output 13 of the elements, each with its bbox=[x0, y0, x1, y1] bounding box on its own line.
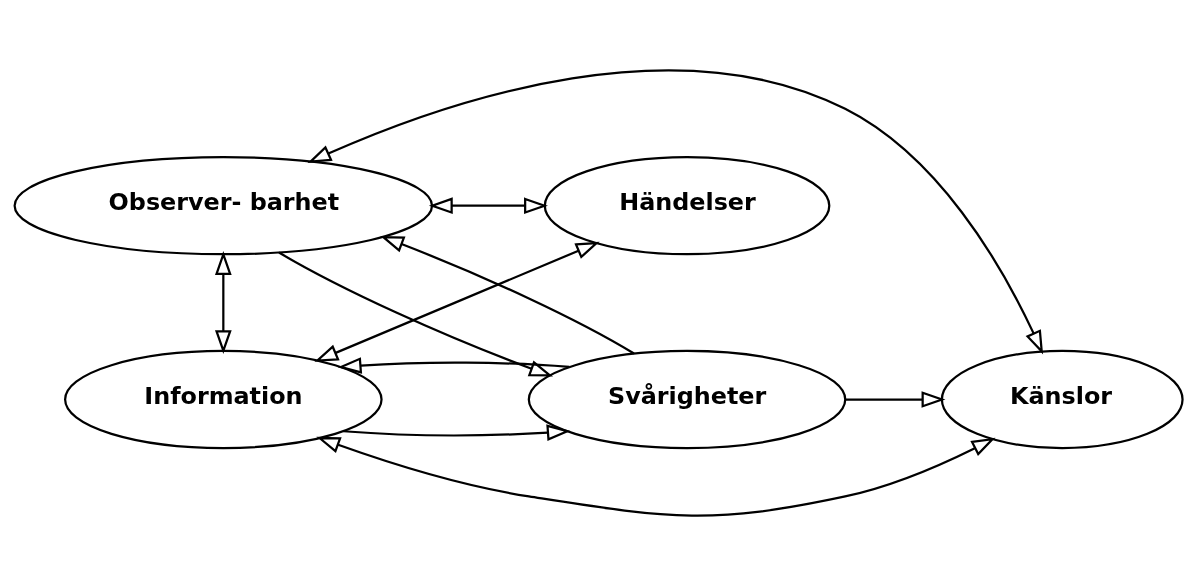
node-ellipse: Känslor bbox=[940, 349, 1184, 450]
arrow bbox=[380, 235, 635, 355]
arrow bbox=[337, 357, 570, 374]
arrow bbox=[316, 436, 996, 517]
arrow bbox=[845, 391, 946, 408]
arrow bbox=[428, 197, 548, 215]
arrow bbox=[307, 69, 1044, 355]
node-ellipse: Händelser bbox=[543, 156, 831, 256]
arrow bbox=[314, 241, 600, 362]
node-ellipse: Information bbox=[64, 349, 383, 450]
arrow bbox=[278, 251, 554, 377]
arrow bbox=[214, 251, 232, 355]
arrow bbox=[343, 424, 571, 441]
